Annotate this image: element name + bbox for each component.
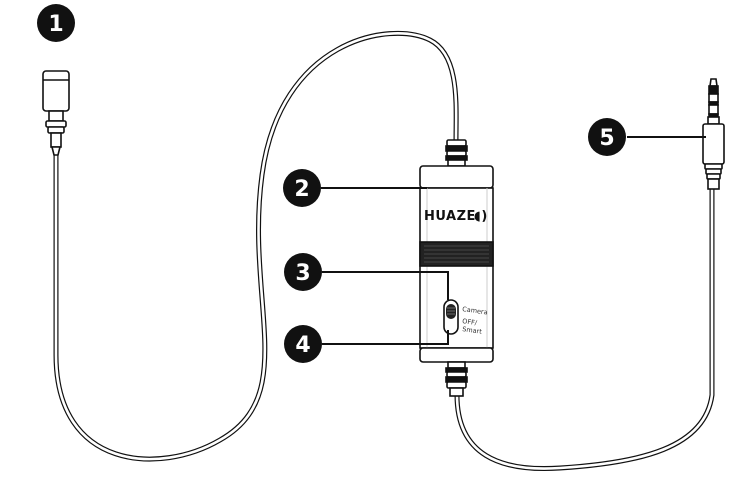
brand-wave-icon: ◖) bbox=[474, 209, 488, 224]
switch-label-smart: Smart bbox=[462, 325, 483, 336]
callout-1: 1 bbox=[37, 4, 75, 42]
cables bbox=[53, 30, 715, 472]
switch-label-camera: Camera bbox=[462, 305, 488, 316]
brand-label: HUAZE bbox=[424, 209, 476, 224]
callout-5: 5 bbox=[588, 118, 626, 156]
svg-text:2: 2 bbox=[294, 177, 309, 202]
svg-text:4: 4 bbox=[295, 333, 310, 358]
trrs-jack-icon bbox=[702, 78, 725, 190]
callout-3: 3 bbox=[284, 253, 322, 291]
svg-text:3: 3 bbox=[295, 261, 310, 286]
leader-lines bbox=[321, 136, 706, 345]
callout-2: 2 bbox=[283, 169, 321, 207]
mode-switch[interactable] bbox=[443, 299, 459, 335]
svg-text:1: 1 bbox=[48, 12, 63, 37]
svg-text:5: 5 bbox=[599, 126, 614, 151]
output-cable bbox=[454, 185, 715, 472]
lavalier-mic-icon bbox=[42, 70, 70, 156]
switch-label-off: OFF/ bbox=[462, 317, 479, 327]
battery-housing-icon bbox=[419, 139, 494, 397]
callout-4: 4 bbox=[284, 325, 322, 363]
mic-cable bbox=[53, 30, 459, 462]
